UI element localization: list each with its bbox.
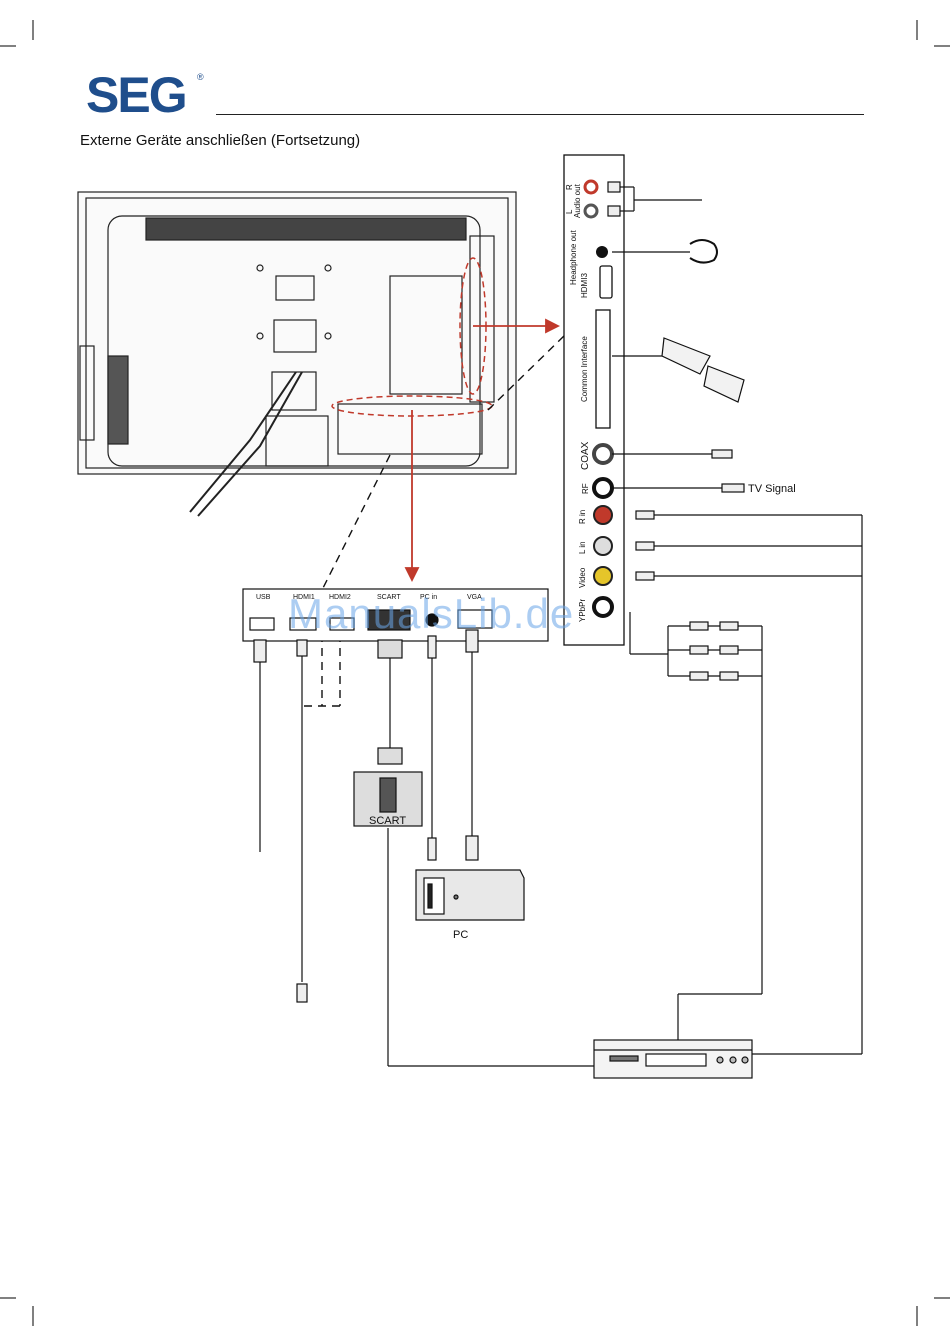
pc-tower: PC — [416, 870, 524, 941]
headphone-out-label: Headphone out — [569, 230, 578, 285]
scart-adapter: SCART — [354, 772, 422, 827]
common-interface-label: Common Interface — [580, 336, 589, 402]
hdmi3-label: HDMI3 — [580, 273, 589, 298]
watermark: ManualsLib.de — [288, 590, 574, 638]
r-in-label: R in — [578, 510, 587, 524]
dvd-player — [594, 1040, 752, 1078]
audio-out-r-label: R — [565, 184, 574, 190]
scart-adapter-label: SCART — [369, 815, 406, 827]
usb-label: USB — [256, 594, 271, 601]
tv-rear-illustration — [78, 192, 516, 516]
l-in-label: L in — [578, 541, 587, 554]
side-cables — [608, 182, 862, 1054]
audio-out-l-label: L — [565, 209, 574, 214]
ypbpr-label: YPbPr — [578, 599, 587, 622]
pc-label: PC — [453, 929, 468, 941]
tv-signal-label: TV Signal — [748, 483, 796, 495]
coax-label: COAX — [580, 441, 591, 470]
side-connector-panel — [564, 155, 624, 645]
video-label: Video — [578, 567, 587, 588]
bottom-cables — [254, 630, 594, 1066]
rf-label: RF — [581, 483, 590, 494]
audio-out-label: Audio out — [573, 183, 582, 218]
